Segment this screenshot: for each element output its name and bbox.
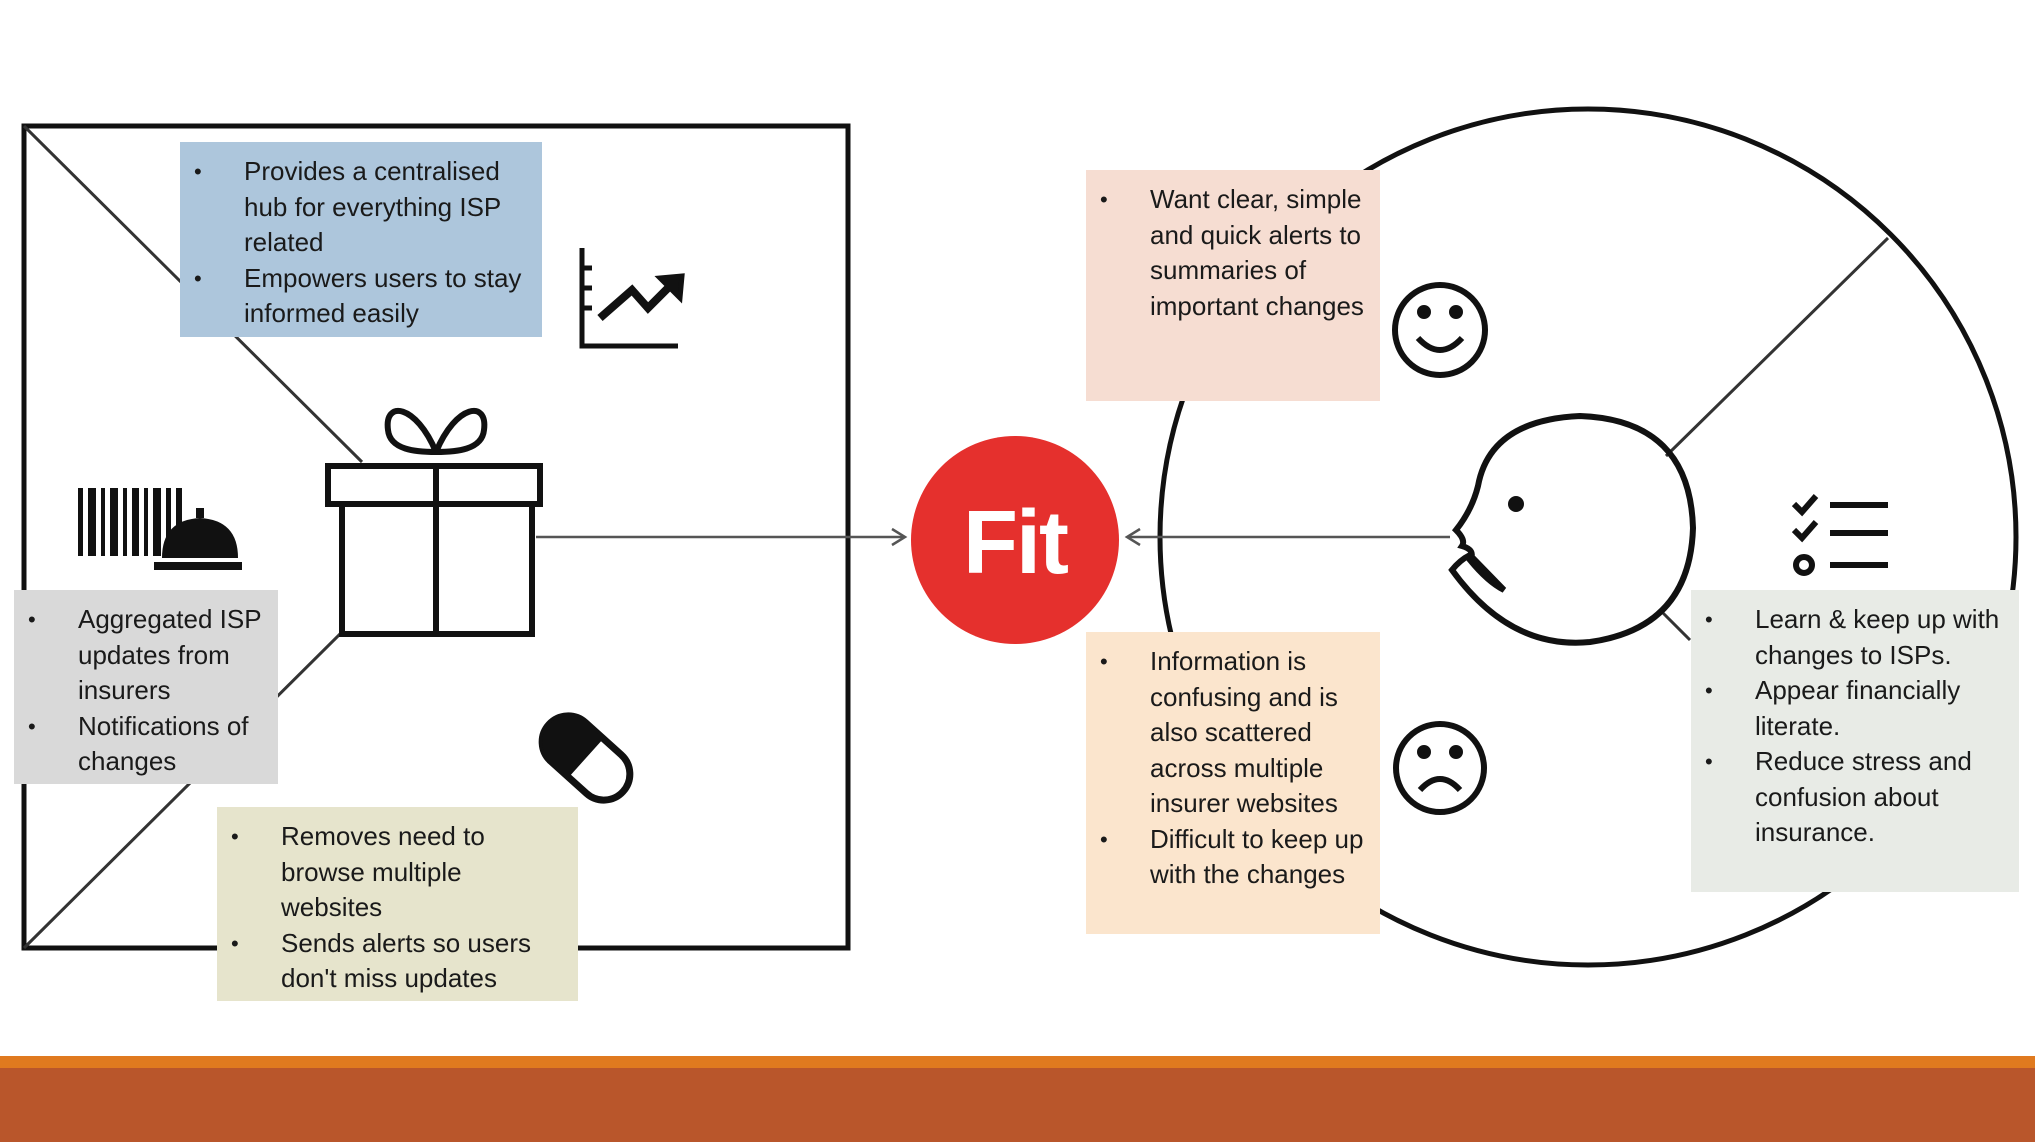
gain-creator-item: Provides a centralised hub for everythin… [180,154,528,261]
products-services-box: Aggregated ISP updates from insurers Not… [14,590,278,784]
gift-icon [325,408,543,637]
footer-accent-stripe [0,1056,2035,1068]
product-service-item: Notifications of changes [14,709,264,780]
pain-item: Information is confusing and is also sca… [1086,644,1366,822]
gain-item: Want clear, simple and quick alerts to s… [1086,182,1366,324]
face-profile-icon [1448,412,1697,646]
pill-icon [538,712,634,804]
fit-label: Fit [963,492,1069,593]
growth-chart-icon [579,248,685,349]
customer-profile-divider-top [1664,236,1890,458]
checklist-icon [1791,494,1888,576]
pain-item: Difficult to keep up with the changes [1086,822,1366,893]
gain-creator-item: Empowers users to stay informed easily [180,261,528,332]
value-map-arrowhead [891,527,908,547]
customer-profile-arrowhead [1124,527,1141,547]
customer-job-item: Appear financially literate. [1691,673,2005,744]
pains-box: Information is confusing and is also sca… [1086,632,1380,934]
customer-job-item: Reduce stress and confusion about insura… [1691,744,2005,851]
pain-reliever-item: Removes need to browse multiple websites [217,819,564,926]
gain-creators-box: Provides a centralised hub for everythin… [180,142,542,337]
customer-job-item: Learn & keep up with changes to ISPs. [1691,602,2005,673]
smiley-face-icon [1392,282,1488,378]
customer-jobs-box: Learn & keep up with changes to ISPs. Ap… [1691,590,2019,892]
barcode-service-bell-icon [78,488,242,570]
value-map-diagonal-bottom [22,632,342,950]
pain-relievers-box: Removes need to browse multiple websites… [217,807,578,1001]
pain-reliever-item: Sends alerts so users don't miss updates [217,926,564,997]
fit-circle [911,436,1119,644]
gains-box: Want clear, simple and quick alerts to s… [1086,170,1380,401]
product-service-item: Aggregated ISP updates from insurers [14,602,264,709]
customer-profile-divider-bottom [1658,608,1692,642]
sad-face-icon [1393,721,1487,815]
footer-bar [0,1068,2035,1142]
